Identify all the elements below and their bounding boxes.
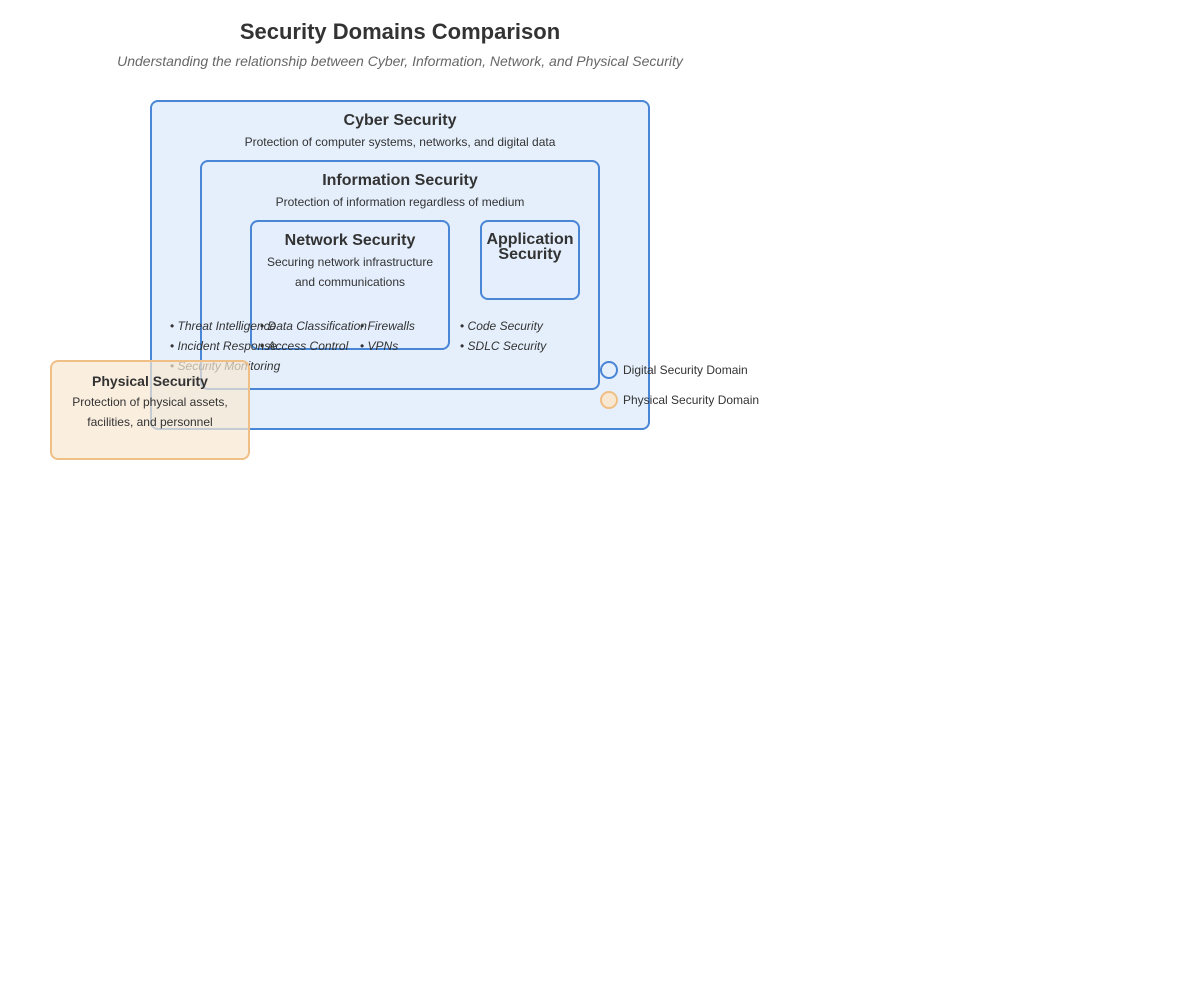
list-item: VPNs: [360, 336, 415, 356]
list-item: Code Security: [460, 316, 546, 336]
information-security-description: Protection of information regardless of …: [275, 195, 525, 209]
physical-security-box: Physical Security Protection of physical…: [50, 360, 250, 460]
application-security-title: Application Security: [486, 231, 574, 263]
physical-domain-swatch-icon: [600, 391, 618, 409]
information-security-items: Data Classification Access Control: [260, 316, 367, 356]
cyber-security-description: Protection of computer systems, networks…: [244, 135, 556, 149]
physical-security-title: Physical Security: [92, 373, 208, 389]
diagram-subtitle: Understanding the relationship between C…: [117, 53, 683, 69]
application-security-items: Code Security SDLC Security: [460, 316, 547, 356]
list-item: Firewalls: [360, 316, 415, 336]
network-security-title: Network Security: [284, 232, 416, 249]
list-item: Access Control: [260, 336, 367, 356]
legend-digital-label: Digital Security Domain: [623, 363, 748, 377]
list-item: SDLC Security: [460, 336, 547, 356]
legend-digital: Digital Security Domain: [600, 360, 748, 380]
legend-physical-label: Physical Security Domain: [623, 393, 760, 407]
network-security-items: Firewalls VPNs: [360, 316, 415, 356]
application-security-box: Application Security: [480, 220, 580, 300]
information-security-title: Information Security: [322, 172, 478, 189]
list-item: Data Classification: [260, 316, 367, 336]
network-security-description: Securing network infrastructure and comm…: [266, 255, 434, 289]
digital-domain-swatch-icon: [600, 361, 618, 379]
legend-physical: Physical Security Domain: [600, 390, 759, 410]
diagram-title: Security Domains Comparison: [239, 19, 561, 44]
physical-security-description: Protection of physical assets, facilitie…: [72, 395, 228, 429]
list-item: Threat Intelligence: [170, 316, 280, 336]
cyber-security-title: Cyber Security: [343, 112, 457, 129]
list-item: Incident Response: [170, 336, 280, 356]
